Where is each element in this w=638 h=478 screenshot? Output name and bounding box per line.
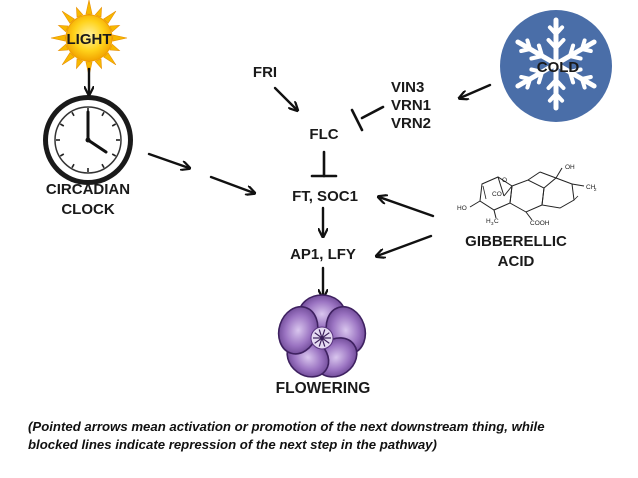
- sun-icon: LIGHT: [50, 0, 128, 77]
- flower-icon: [277, 294, 367, 378]
- flower-stamen: [321, 332, 330, 339]
- sun-ray: [103, 10, 117, 24]
- molecule-label-cooh: COOH: [530, 220, 550, 227]
- molecule-label-ho: HO: [457, 205, 467, 212]
- clock-tick: [59, 153, 65, 157]
- snowflake-branch: [525, 77, 532, 90]
- circadian-label: CIRCADIAN: [46, 181, 130, 198]
- molecule-label-ch2-subscript: 2: [594, 187, 597, 192]
- flc-label: FLC: [309, 126, 338, 143]
- snowflake-branch: [529, 54, 545, 61]
- flower-stamen: [321, 329, 326, 339]
- snowflake-branch: [519, 47, 532, 53]
- molecule-label-oh: OH: [565, 164, 575, 171]
- flower-stamen: [318, 329, 323, 339]
- flower-stamen: [318, 337, 323, 347]
- snowflake-branch: [580, 38, 587, 51]
- sun-ray: [94, 6, 102, 18]
- flower-stamen: [321, 337, 330, 344]
- fri-label: FRI: [253, 64, 277, 81]
- sun-ray: [85, 0, 93, 15]
- arrow-cold-to-vin3: [460, 83, 492, 98]
- snowflake-arm: [553, 39, 597, 67]
- snowflake-branch: [536, 70, 545, 85]
- flower-stamen: [314, 332, 323, 339]
- sun-ray: [57, 25, 69, 33]
- caption-line-2: blocked lines indicate repression of the…: [28, 437, 437, 452]
- molecule-label-h3c-subscript: 3: [491, 221, 494, 226]
- snowflake-branch: [546, 38, 558, 50]
- arrow-clock-to-ft: [209, 175, 254, 193]
- clock-tick: [59, 123, 65, 127]
- arrow-ga-to-ft: [379, 197, 435, 218]
- snowflake-branch: [554, 92, 565, 103]
- ap1-lfy-label: AP1, LFY: [290, 246, 356, 263]
- repression-flc-ft: [310, 150, 338, 178]
- snowflake-branch: [554, 78, 566, 90]
- snowflake-arm: [553, 61, 597, 89]
- sun-ray: [109, 43, 121, 51]
- molecule-label-o: O: [502, 177, 507, 184]
- clock-tick: [101, 163, 105, 169]
- clock-tick: [71, 163, 75, 169]
- vrn2-label: VRN2: [391, 115, 431, 132]
- ft-soc1-label: FT, SOC1: [292, 188, 358, 205]
- snowflake-branch: [580, 75, 593, 81]
- arrow-ga-to-ap1: [377, 234, 433, 256]
- sun-ray: [61, 10, 75, 24]
- sun-ray: [76, 58, 84, 70]
- arrow-fri-to-flc: [273, 86, 297, 110]
- flower-stamen: [314, 337, 323, 344]
- light-label: LIGHT: [67, 31, 112, 48]
- snowflake-branch: [567, 67, 583, 74]
- clock-tick: [71, 111, 75, 117]
- snowflake-icon: COLD: [500, 10, 612, 122]
- diagram-caption: (Pointed arrows mean activation or promo…: [28, 418, 618, 454]
- vin3-label: VIN3: [391, 79, 424, 96]
- molecule-label-co: CO: [492, 191, 502, 198]
- clock-label: CLOCK: [61, 201, 114, 218]
- caption-line-1: (Pointed arrows mean activation or promo…: [28, 419, 545, 434]
- gibberellic-acid-molecule-icon: [469, 167, 585, 221]
- sun-ray: [112, 34, 128, 42]
- snowflake-arm: [515, 39, 559, 67]
- molecule-label-c: C: [494, 218, 499, 225]
- flowering-label: FLOWERING: [276, 380, 371, 397]
- molecule-atom-labels: O OH CH 2 CO HO H 3 C COOH: [457, 164, 597, 227]
- snowflake-branch: [567, 43, 576, 58]
- clock-tick: [101, 111, 105, 117]
- sun-ray: [50, 34, 66, 42]
- snowflake-branch: [547, 25, 558, 36]
- sun-ray: [57, 43, 69, 51]
- snowflake-arm: [515, 61, 559, 89]
- molecule-label-h3c: H: [486, 218, 491, 225]
- sun-ray: [103, 52, 117, 66]
- flower-stamen: [321, 337, 326, 347]
- clock-icon: [43, 95, 133, 185]
- acid-label: ACID: [498, 253, 535, 270]
- cold-label: COLD: [537, 59, 580, 76]
- clock-tick: [111, 123, 117, 127]
- sun-ray: [94, 58, 102, 70]
- vrn1-label: VRN1: [391, 97, 431, 114]
- clock-tick: [111, 153, 117, 157]
- molecule-label-ch2: CH: [586, 184, 596, 191]
- arrow-clock-upper: [147, 152, 189, 168]
- sun-ray: [61, 52, 75, 66]
- sun-ray: [109, 25, 121, 33]
- gibberellic-label: GIBBERELLIC: [465, 233, 567, 250]
- sun-ray: [76, 6, 84, 18]
- repression-vin3-flc: [350, 105, 385, 132]
